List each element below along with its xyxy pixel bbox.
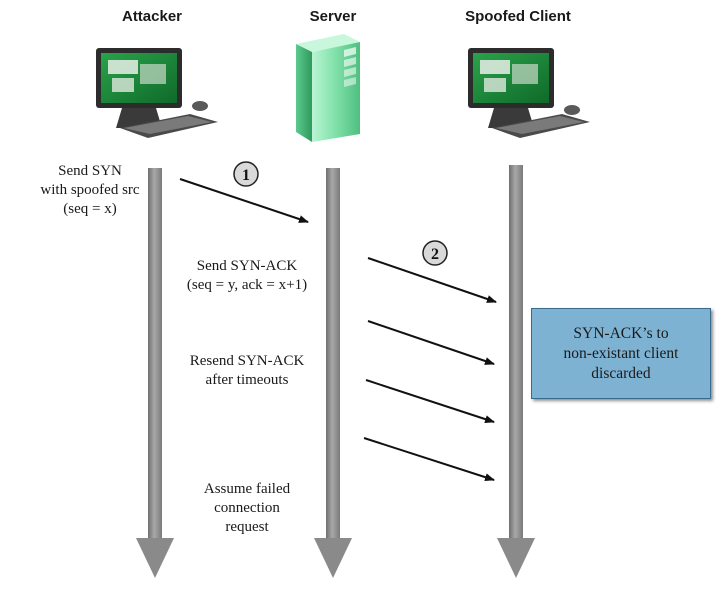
- step-1-number: 1: [242, 167, 250, 184]
- assume-failed-label: Assume failed connection request: [167, 480, 327, 537]
- callout-line-2: non-existant client: [563, 344, 679, 362]
- syn-ack-arrow-3: [365, 379, 495, 423]
- syn-ack-arrow-4: [363, 437, 495, 482]
- send-syn-ack-line-1: Send SYN-ACK: [196, 258, 298, 274]
- assume-failed-line-1: Assume failed: [203, 481, 291, 497]
- send-syn-line-1: Send SYN: [58, 163, 122, 179]
- resend-syn-ack-line-2: after timeouts: [205, 372, 289, 388]
- send-syn-line-3: (seq = x): [63, 201, 117, 217]
- discarded-callout-box: SYN-ACK’s to non-existant client discard…: [531, 308, 711, 399]
- resend-syn-ack-line-1: Resend SYN-ACK: [189, 353, 305, 369]
- send-syn-ack-label: Send SYN-ACK (seq = y, ack = x+1): [157, 257, 337, 295]
- server-timeline: [314, 168, 352, 578]
- header-server: Server: [309, 8, 357, 25]
- server-tower-icon: [296, 34, 360, 142]
- send-syn-label: Send SYN with spoofed src (seq = x): [10, 162, 170, 219]
- client-timeline: [497, 165, 535, 578]
- syn-ack-arrow-1: [367, 257, 497, 303]
- send-syn-ack-line-2: (seq = y, ack = x+1): [186, 277, 308, 293]
- step-1-marker: 1: [233, 161, 259, 187]
- spoofed-client-computer-icon: [468, 48, 590, 138]
- attacker-computer-icon: [96, 48, 218, 138]
- step-2-number: 2: [431, 246, 439, 263]
- header-attacker: Attacker: [121, 8, 183, 25]
- syn-arrow: [179, 178, 309, 223]
- send-syn-line-2: with spoofed src: [40, 182, 140, 198]
- syn-ack-arrow-2: [367, 320, 495, 365]
- assume-failed-line-2: connection: [214, 500, 280, 516]
- resend-syn-ack-label: Resend SYN-ACK after timeouts: [157, 352, 337, 390]
- callout-line-3: discarded: [591, 364, 651, 382]
- assume-failed-line-3: request: [225, 519, 269, 535]
- header-spoofed-client: Spoofed Client: [465, 8, 571, 25]
- step-2-marker: 2: [422, 240, 448, 266]
- attacker-timeline: [136, 168, 174, 578]
- callout-line-1: SYN-ACK’s to: [573, 324, 669, 342]
